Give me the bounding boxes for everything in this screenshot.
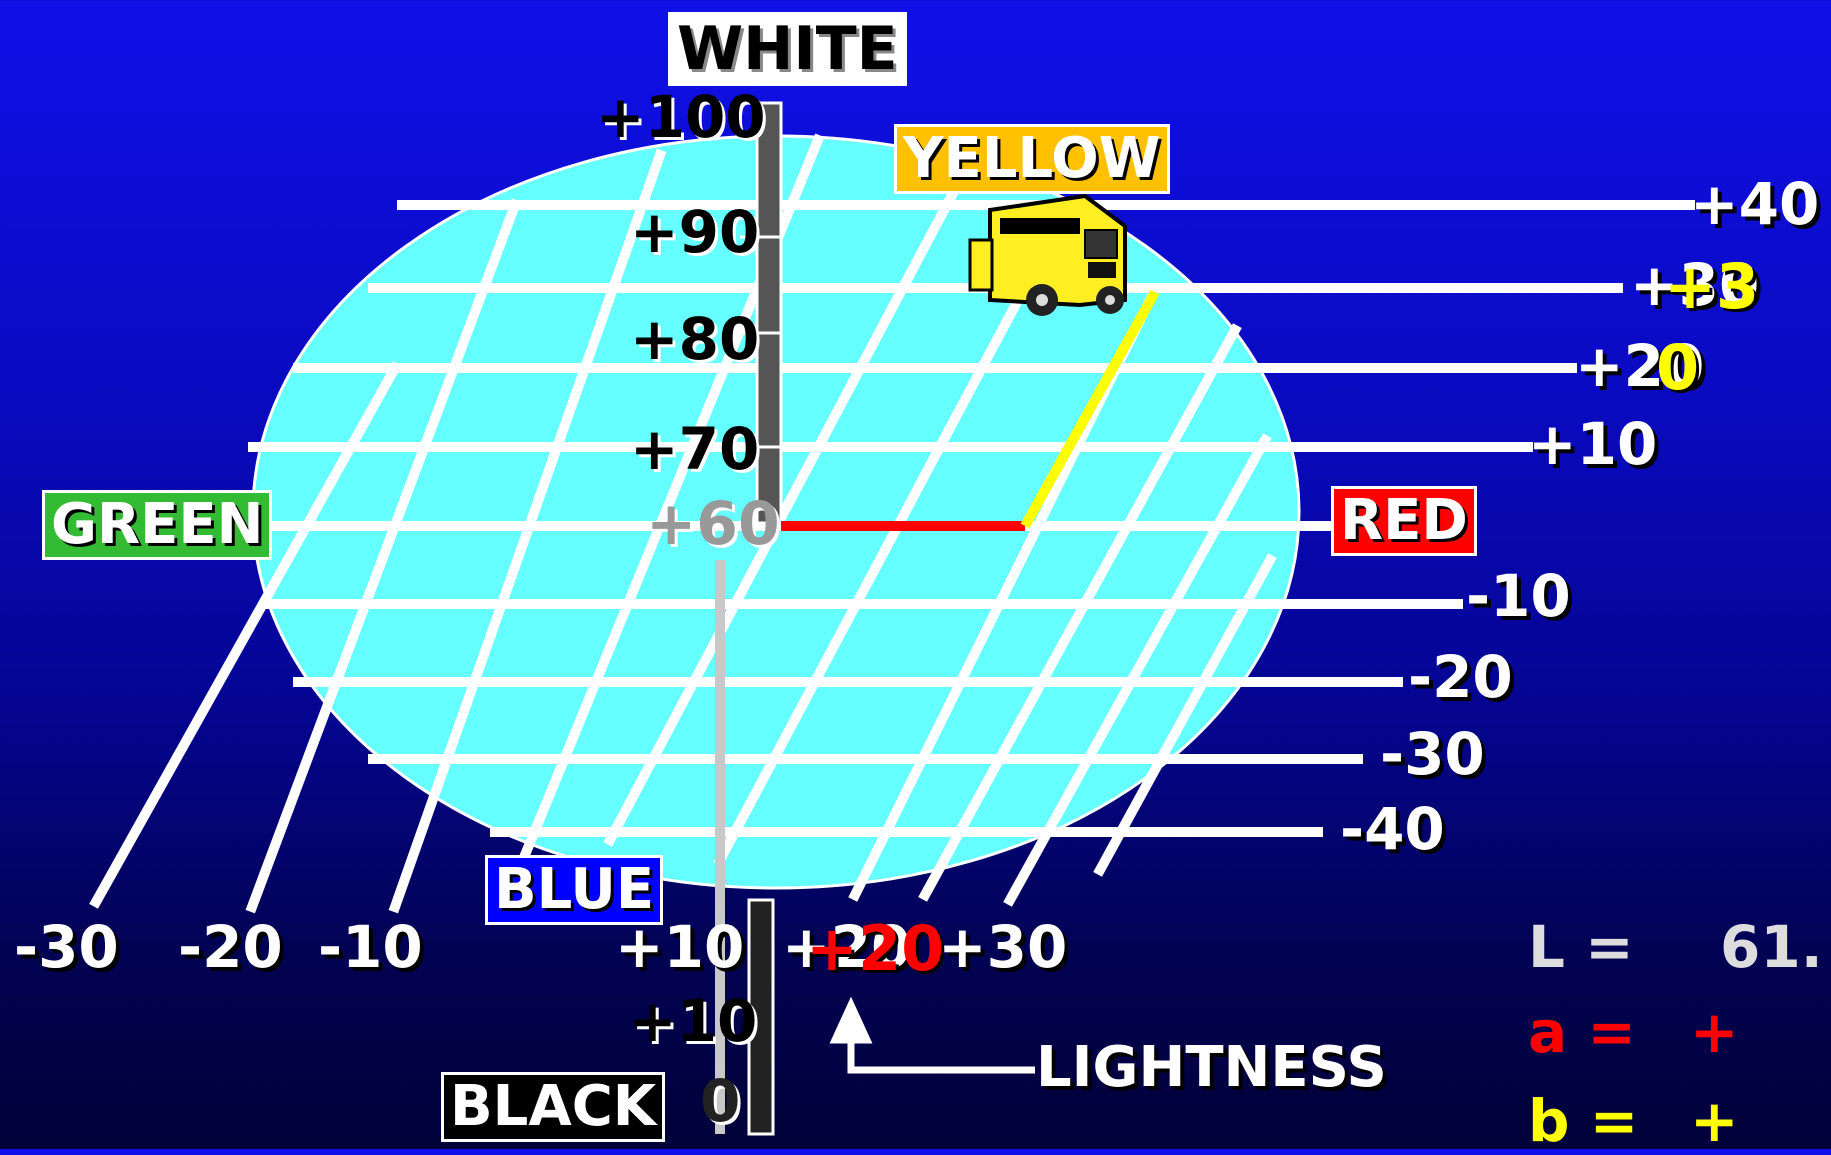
yellow-label: YELLOW [894,124,1170,194]
lightness-axis-upper [755,101,783,525]
a-value-marker: +20 [806,912,945,985]
b-tick-label: -40 [1340,795,1445,863]
lightness-axis-bottom [747,898,775,1136]
b-tick-label: +30 [1630,251,1760,319]
readout-l-value: 61. [1720,913,1823,981]
lightness-current-label: +60 [646,489,780,559]
b-tick-label: -30 [1380,720,1485,788]
lightness-ticks [740,235,781,449]
lightness-tick-label: +80 [630,305,760,373]
up-arrow-icon [829,996,1035,1074]
a-tick-label: -30 [14,913,119,981]
blue-label: BLUE [485,855,664,925]
a-tick-label: +30 [938,913,1068,981]
red-label: RED [1331,486,1477,556]
a-tick-label: +10 [615,913,745,981]
b-tick-label: +40 [1690,170,1820,238]
readout-l-label: L = [1528,913,1634,981]
a-tick-label: -20 [178,913,283,981]
lightness-tick-label: +90 [630,198,760,266]
b-vector [1020,289,1160,529]
a-grid-lines [89,133,1277,914]
green-label: GREEN [42,490,273,560]
readout-b-label: b = [1528,1087,1639,1155]
b-tick-label: +20 [1575,332,1705,400]
b-tick-label: -10 [1466,562,1571,630]
readout-a-value: + [1690,998,1739,1066]
white-label: WHITE [668,12,907,86]
lightness-tick-label: +100 [596,83,766,151]
lightness-tick-label: +10 [628,987,758,1055]
b-value-marker: +3 [1664,250,1760,323]
readout-b-value: + [1690,1087,1739,1155]
a-tick-label: -10 [318,913,423,981]
black-label: BLACK [441,1072,666,1142]
lightness-tick-label: +70 [630,415,760,483]
readout-a-label: a = [1528,998,1636,1066]
b-tick-label: +10 [1528,410,1658,478]
b-value-marker: 0 [1656,331,1700,404]
lightness-tick-label: 0 [700,1067,741,1135]
b-tick-label: -20 [1408,643,1513,711]
a-tick-label: +20 [782,913,912,981]
school-bus-icon [968,193,1127,316]
lightness-caption: LIGHTNESS [1036,1035,1387,1100]
